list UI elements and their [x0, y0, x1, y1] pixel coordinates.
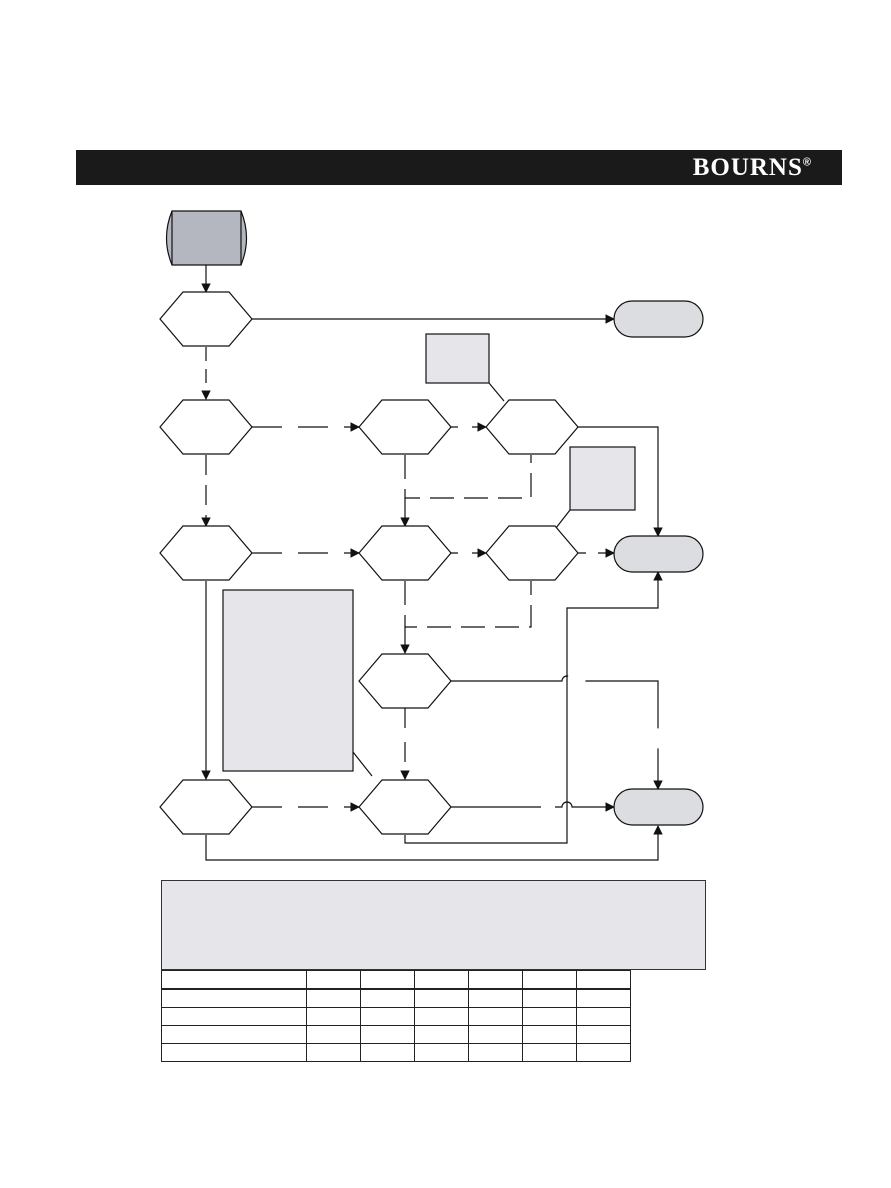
table-cell [522, 1007, 577, 1026]
table-cell [306, 970, 361, 990]
table-cell [414, 1025, 469, 1044]
table-cell [468, 988, 523, 1008]
table-row-label [161, 1007, 307, 1026]
table-cell [360, 970, 415, 990]
table-cell [306, 1007, 361, 1026]
decision-hex-1 [159, 291, 253, 347]
connector-hex3-to-hex6 [404, 455, 532, 499]
table-row [161, 1025, 631, 1044]
table-cell [522, 1043, 577, 1062]
table-row [161, 970, 631, 990]
connector-hex8-to-terminal-bottom [451, 675, 663, 790]
table-row [161, 1007, 631, 1026]
terminal-node-mid [613, 535, 704, 573]
table-row [161, 988, 631, 1008]
table-cell [414, 1043, 469, 1062]
connector-hex10-to-terminal-mid [404, 571, 663, 844]
table-row [161, 1043, 631, 1062]
decision-hex-9 [159, 779, 253, 835]
table-cell [468, 1043, 523, 1062]
table-cell [414, 1007, 469, 1026]
connector-note1-to-hex4 [488, 382, 505, 402]
connector-hex6-to-hex8 [404, 581, 532, 628]
decision-hex-8 [358, 653, 452, 709]
terminal-node-bottom [613, 788, 704, 826]
table-cell [576, 970, 631, 990]
table-cell [522, 970, 577, 990]
table-cell [306, 1025, 361, 1044]
table-cell [576, 1007, 631, 1026]
registered-mark: ® [802, 156, 812, 169]
spec-table [161, 970, 631, 1062]
table-cell [414, 970, 469, 990]
decision-hex-2 [159, 399, 253, 455]
header-bar: BOURNS® [76, 150, 842, 185]
table-cell [360, 988, 415, 1008]
terminal-node-top [613, 300, 704, 338]
decision-hex-10 [358, 779, 452, 835]
note-box-2 [569, 446, 636, 511]
logo-wordmark: BOURNS [692, 154, 803, 181]
note-box-3 [222, 589, 354, 772]
table-cell [360, 1043, 415, 1062]
decision-hex-4 [485, 399, 579, 455]
table-cell [522, 1025, 577, 1044]
table-cell [576, 1043, 631, 1062]
table-cell [576, 988, 631, 1008]
decision-hex-6 [358, 525, 452, 581]
start-node [165, 210, 248, 266]
connector-hex9-to-terminal-bottom [205, 825, 663, 861]
table-cell [360, 1007, 415, 1026]
table-cell [522, 988, 577, 1008]
table-cell [306, 1043, 361, 1062]
table-cell [360, 1025, 415, 1044]
bourns-logo: BOURNS® [693, 154, 812, 182]
decision-hex-3 [358, 399, 452, 455]
table-row-label [161, 988, 307, 1008]
table-cell [468, 1007, 523, 1026]
connector-hex4-to-terminal-mid [578, 426, 663, 537]
table-cell [306, 988, 361, 1008]
connector-hex10-to-terminal-bottom [451, 801, 615, 812]
table-cell [468, 1025, 523, 1044]
table-cell [468, 970, 523, 990]
table-row-label [161, 1043, 307, 1062]
table-row-label [161, 970, 307, 990]
connector-note3-to-hex10 [352, 751, 373, 777]
table-cell [414, 988, 469, 1008]
table-row-label [161, 1025, 307, 1044]
connector-note2-to-hex7 [555, 509, 571, 529]
note-box-1 [425, 333, 490, 384]
notes-panel [161, 880, 706, 970]
decision-hex-5 [159, 525, 253, 581]
table-cell [576, 1025, 631, 1044]
decision-hex-7 [485, 525, 579, 581]
